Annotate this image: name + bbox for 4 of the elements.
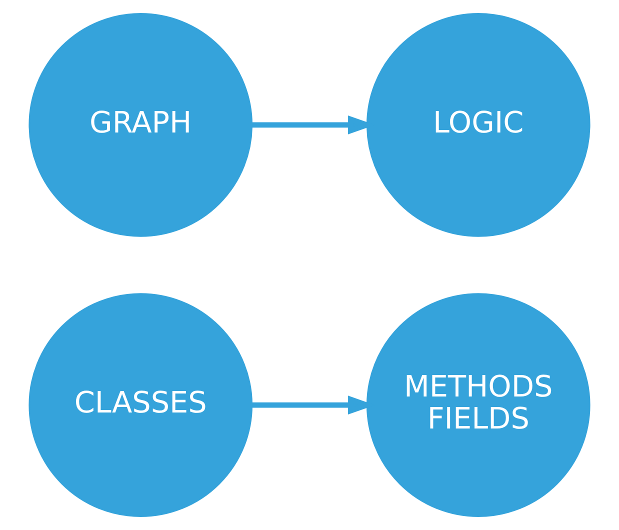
node-circle: LOGIC xyxy=(366,13,590,237)
node-circle: GRAPH xyxy=(28,13,253,237)
node-circle: CLASSES xyxy=(28,293,253,517)
node-circle: METHODS FIELDS xyxy=(366,293,590,517)
